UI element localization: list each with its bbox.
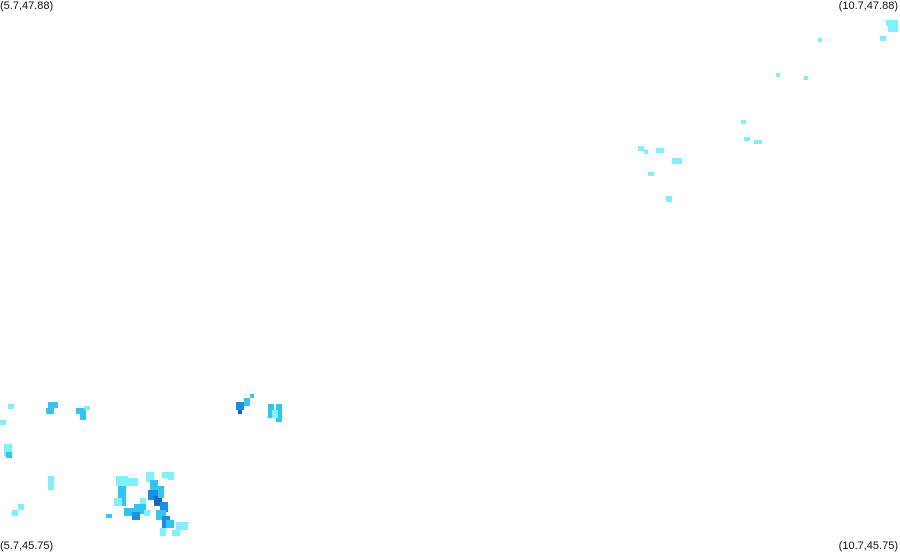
intensity-cell (0, 420, 6, 425)
intensity-cell (158, 486, 164, 498)
intensity-cell (48, 476, 54, 490)
intensity-cell (236, 402, 244, 410)
corner-label-top-right: (10.7,47.88) (838, 0, 898, 12)
intensity-cell (76, 408, 86, 414)
intensity-cell (140, 498, 146, 504)
intensity-cell (741, 120, 746, 124)
intensity-cell (48, 402, 58, 408)
intensity-cell (4, 444, 12, 456)
intensity-cell (648, 172, 654, 176)
intensity-cell (144, 510, 150, 516)
intensity-cell (6, 452, 12, 458)
intensity-cell (18, 504, 24, 510)
intensity-cell (134, 504, 146, 514)
intensity-cell (238, 410, 242, 414)
intensity-cell (114, 498, 122, 506)
intensity-cell (886, 20, 898, 26)
intensity-cell (84, 406, 90, 410)
corner-label-bottom-right: (10.7,45.75) (838, 540, 898, 552)
intensity-cell (638, 146, 644, 151)
intensity-cell (672, 158, 682, 164)
intensity-cell (644, 150, 648, 154)
intensity-cell (744, 137, 750, 141)
intensity-cell (8, 404, 14, 409)
intensity-cell (666, 196, 672, 202)
corner-label-bottom-left: (5.7,45.75) (0, 540, 54, 552)
intensity-cell (754, 140, 762, 144)
intensity-cell (818, 38, 822, 42)
intensity-cell (132, 512, 140, 520)
intensity-cell (118, 486, 126, 506)
intensity-cell (656, 148, 664, 153)
intensity-cell (124, 508, 134, 516)
intensity-cell (804, 76, 808, 80)
intensity-cell (154, 496, 162, 506)
intensity-cell (176, 522, 188, 530)
intensity-cell (272, 410, 278, 418)
intensity-cell (888, 26, 898, 32)
intensity-cell (146, 472, 154, 482)
intensity-cell (80, 414, 86, 420)
intensity-cell (172, 530, 180, 536)
intensity-cell (250, 394, 254, 398)
intensity-cell (160, 502, 168, 512)
intensity-cell (244, 398, 250, 406)
intensity-cell (46, 408, 54, 414)
intensity-cell (276, 404, 282, 422)
intensity-cell (106, 514, 112, 518)
intensity-cell (776, 73, 780, 77)
intensity-cell (160, 528, 166, 536)
intensity-cell (128, 478, 138, 486)
intensity-cell (166, 520, 174, 528)
intensity-cell (880, 36, 886, 41)
intensity-cell (168, 474, 174, 480)
intensity-cell (150, 480, 158, 490)
intensity-cell (148, 490, 158, 500)
intensity-cell (12, 510, 18, 516)
intensity-cell (268, 404, 274, 418)
intensity-cell (156, 510, 166, 520)
intensity-cell (116, 476, 128, 486)
corner-label-top-left: (5.7,47.88) (0, 0, 54, 12)
